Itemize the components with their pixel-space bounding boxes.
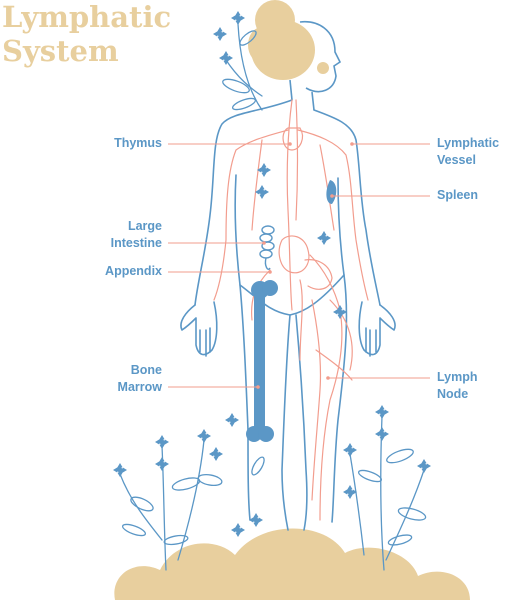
body-outline (180, 99, 396, 531)
leader-dots (256, 142, 354, 389)
label-large-intestine: Large Intestine (111, 218, 162, 252)
decorative-flowers (113, 11, 431, 537)
label-lymphatic-vessel-line-1: Lymphatic (437, 136, 500, 150)
large-intestine (259, 225, 275, 270)
bone (246, 280, 278, 442)
label-thymus: Thymus (114, 136, 162, 150)
label-lymph-node: Lymph Node (437, 369, 478, 403)
spleen (326, 180, 337, 204)
label-bone-marrow-line-2: Marrow (117, 380, 162, 394)
leader-lines (168, 143, 430, 388)
lymphatic-vessels (213, 99, 369, 521)
cloud-ground (114, 528, 471, 600)
title-line-2: System (2, 34, 119, 68)
label-bone-marrow: Bone Marrow (118, 362, 162, 396)
decorative-stems (119, 23, 427, 571)
label-lymph-node-line-1: Lymph (437, 370, 478, 384)
label-lymphatic-vessel: Lymphatic Vessel (437, 135, 499, 169)
label-spleen: Spleen (437, 188, 478, 202)
title-line-1: Lymphatic (2, 0, 172, 34)
label-large-intestine-line-2: Intestine (110, 236, 162, 250)
label-lymphatic-vessel-line-2: Vessel (437, 153, 476, 167)
label-appendix: Appendix (105, 264, 162, 278)
label-lymph-node-line-2: Node (437, 387, 469, 401)
hair (248, 0, 315, 80)
label-large-intestine-line-1: Large (127, 219, 162, 233)
label-bone-marrow-line-1: Bone (130, 363, 162, 377)
head-outline (289, 21, 342, 111)
diagram-title: Lymphatic System (2, 0, 171, 68)
